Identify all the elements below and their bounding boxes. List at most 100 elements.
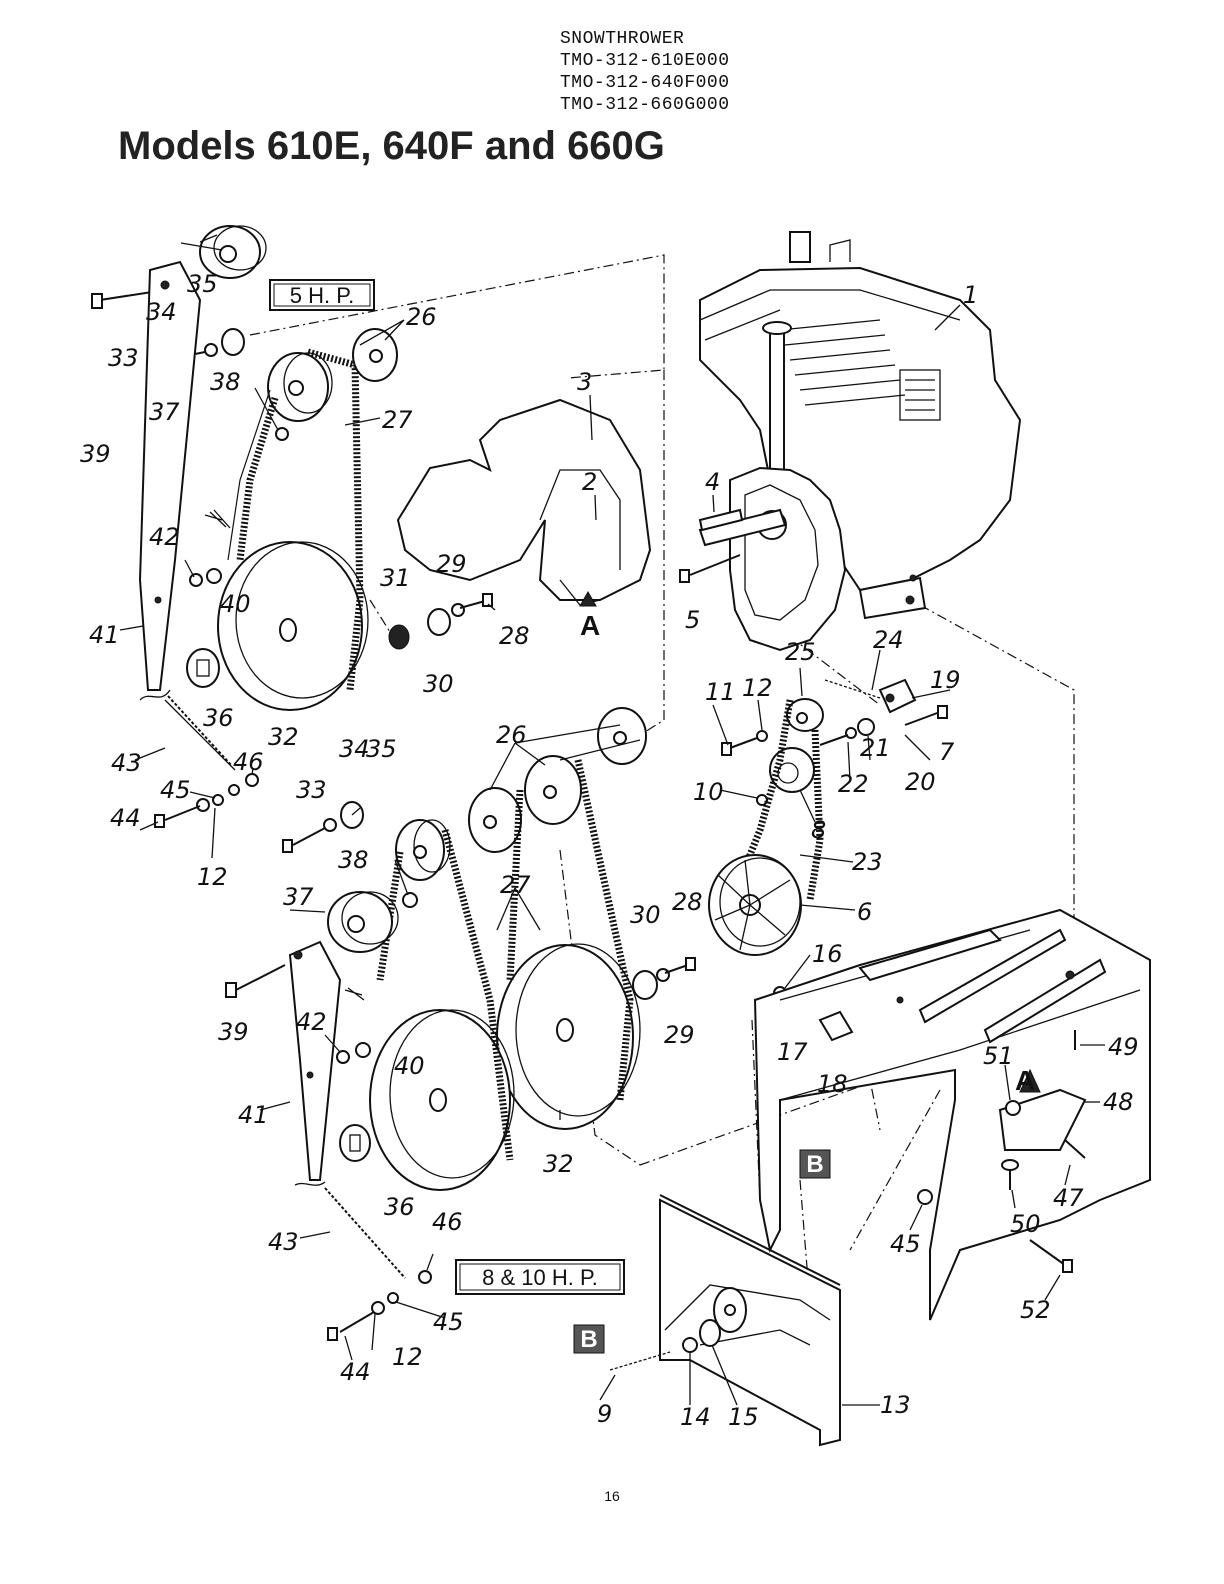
ref-marker-b1: B [799, 1149, 831, 1179]
label-25: 25 [785, 638, 816, 666]
label-24: 24 [873, 626, 904, 654]
label-12c: 12 [742, 674, 773, 702]
label-31: 31 [380, 564, 411, 592]
label-2: 2 [582, 468, 597, 496]
label-11: 11 [705, 678, 736, 706]
label-22: 22 [838, 770, 869, 798]
leader-lines [119, 234, 1105, 1406]
belt-cover [396, 398, 652, 607]
label-51: 51 [983, 1042, 1014, 1070]
label-30a: 30 [423, 670, 454, 698]
hp5-label: 5 H. P. [290, 283, 354, 308]
label-45b: 45 [433, 1308, 464, 1336]
label-21: 21 [860, 734, 891, 762]
label-45c: 45 [890, 1230, 921, 1258]
label-18: 18 [817, 1070, 848, 1098]
label-23: 23 [852, 848, 883, 876]
label-12b: 12 [392, 1343, 423, 1371]
label-26a: 26 [406, 303, 437, 331]
engine [698, 231, 1022, 652]
label-28b: 28 [672, 888, 703, 916]
hp8-10-box: 8 & 10 H. P. [455, 1259, 625, 1295]
label-45a: 45 [160, 776, 191, 804]
label-16: 16 [812, 940, 843, 968]
label-6: 6 [857, 898, 872, 926]
label-44a: 44 [110, 804, 141, 832]
label-4: 4 [705, 468, 720, 496]
hp5-box: 5 H. P. [269, 279, 375, 311]
label-13: 13 [880, 1391, 911, 1419]
label-46b: 46 [432, 1208, 463, 1236]
label-36a: 36 [203, 704, 234, 732]
model-code-3: TMO-312-660G000 [560, 95, 730, 115]
label-46a: 46 [233, 748, 264, 776]
label-27b: 27 [500, 871, 531, 899]
label-48: 48 [1103, 1088, 1134, 1116]
ref-marker-a1: A [580, 610, 600, 641]
label-41a: 41 [89, 621, 120, 649]
model-code-1: TMO-312-610E000 [560, 51, 730, 71]
hp8-10-label: 8 & 10 H. P. [482, 1265, 598, 1290]
label-39b: 39 [218, 1018, 249, 1046]
label-40b: 40 [394, 1052, 425, 1080]
label-5: 5 [685, 606, 700, 634]
label-28a: 28 [499, 622, 530, 650]
label-29b: 29 [664, 1021, 695, 1049]
auger-drive [679, 508, 1151, 1321]
label-39a: 39 [80, 440, 111, 468]
label-43b: 43 [268, 1228, 299, 1256]
label-35a: 35 [187, 270, 218, 298]
ref-marker-b1-letter: B [806, 1151, 823, 1178]
product-name: SNOWTHROWER [560, 29, 685, 49]
label-33b: 33 [296, 776, 327, 804]
hp8-10-pulleys [225, 707, 696, 1341]
label-19: 19 [930, 666, 961, 694]
label-41b: 41 [238, 1101, 269, 1129]
label-7: 7 [939, 738, 955, 766]
label-15: 15 [728, 1403, 759, 1431]
label-37a: 37 [149, 398, 180, 426]
part-labels: 1 3 2 4 5 35 34 33 26 38 27 37 39 42 40 … [80, 270, 1139, 1431]
ref-marker-a2: A [1015, 1065, 1035, 1096]
label-34a: 34 [146, 298, 177, 326]
label-29a: 29 [436, 550, 467, 578]
label-8: 8 [811, 816, 826, 844]
header-codes: SNOWTHROWER TMO-312-610E000 TMO-312-640F… [560, 28, 730, 116]
label-33a: 33 [108, 344, 139, 372]
label-14: 14 [680, 1403, 711, 1431]
label-40a: 40 [220, 590, 251, 618]
page-number: 16 [604, 1488, 620, 1504]
label-42b: 42 [296, 1008, 327, 1036]
label-1: 1 [963, 281, 978, 309]
label-3: 3 [577, 368, 592, 396]
label-32a: 32 [268, 723, 299, 751]
label-44b: 44 [340, 1358, 371, 1386]
label-52: 52 [1020, 1296, 1051, 1324]
model-code-2: TMO-312-640F000 [560, 73, 730, 93]
label-9: 9 [597, 1400, 612, 1428]
label-34b: 34 [339, 735, 370, 763]
label-37b: 37 [283, 883, 314, 911]
label-35b: 35 [366, 735, 397, 763]
label-49: 49 [1108, 1033, 1139, 1061]
ref-marker-b2: B [573, 1324, 605, 1354]
label-38a: 38 [210, 368, 241, 396]
label-17: 17 [777, 1038, 808, 1066]
label-47: 47 [1053, 1184, 1084, 1212]
ref-marker-b2-letter: B [580, 1326, 597, 1353]
label-43a: 43 [111, 749, 142, 777]
hp5-pulleys [91, 225, 493, 828]
label-36b: 36 [384, 1193, 415, 1221]
drive-bracket [609, 1194, 841, 1447]
label-20: 20 [905, 768, 936, 796]
label-26b: 26 [496, 721, 527, 749]
page-title: Models 610E, 640F and 660G [118, 124, 665, 168]
label-42a: 42 [149, 523, 180, 551]
label-32b: 32 [543, 1150, 574, 1178]
label-38b: 38 [338, 846, 369, 874]
label-10: 10 [693, 778, 724, 806]
label-50: 50 [1010, 1210, 1041, 1238]
label-27a: 27 [382, 406, 413, 434]
label-30b: 30 [630, 901, 661, 929]
